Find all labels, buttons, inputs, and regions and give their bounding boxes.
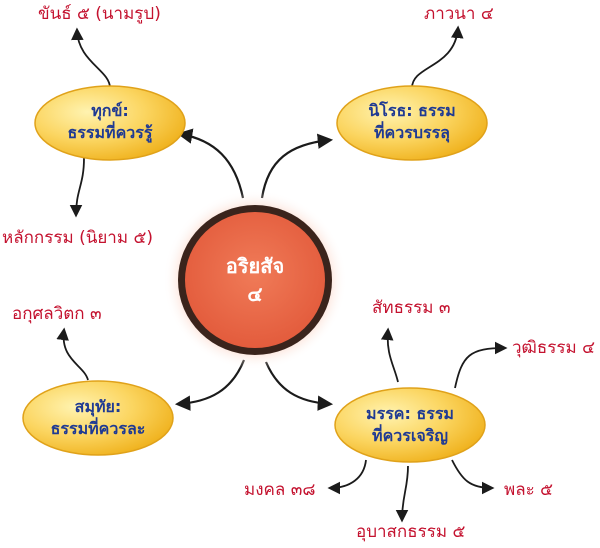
label-bhavana: ภาวนา ๔ bbox=[424, 4, 494, 24]
nirodha-line1: นิโรธ: ธรรม bbox=[368, 101, 456, 120]
dukkha-line2: ธรรมที่ควรรู้ bbox=[67, 123, 153, 142]
nirodha-line2: ที่ควรบรรลุ bbox=[374, 123, 450, 142]
arrow-center-to-dukkha bbox=[176, 128, 245, 199]
arrow-magga-to-upasaka bbox=[395, 465, 409, 523]
label-bala: พละ ๕ bbox=[504, 480, 554, 500]
label-mongkol: มงคล ๓๘ bbox=[244, 480, 316, 500]
label-karma: หลักกรรม (นิยาม ๕) bbox=[2, 228, 153, 248]
node-nirodha bbox=[336, 85, 488, 161]
node-dukkha-text: ทุกข์: ธรรมที่ควรรู้ bbox=[40, 100, 180, 144]
samudaya-line2: ธรรมที่ควรละ bbox=[50, 419, 146, 438]
node-samudaya bbox=[22, 380, 174, 456]
label-khandha: ขันธ์ ๕ (นามรูป) bbox=[38, 4, 161, 24]
center-line2: ๔ bbox=[247, 282, 263, 306]
label-upasaka: อุบาสกธรรม ๕ bbox=[356, 522, 466, 542]
arrow-samudaya-to-akusala bbox=[56, 327, 89, 381]
center-line1: อริยสัจ bbox=[225, 254, 285, 278]
arrow-magga-to-bala bbox=[451, 459, 495, 495]
magga-line1: มรรค: ธรรม bbox=[366, 404, 454, 423]
center-title: อริยสัจ ๔ bbox=[195, 252, 315, 308]
node-samudaya-text: สมุทัย: ธรรมที่ควรละ bbox=[28, 396, 168, 440]
magga-line2: ที่ควรเจริญ bbox=[372, 426, 448, 445]
arrow-dukkha-to-khandha bbox=[71, 27, 111, 89]
arrow-magga-to-saddhamma bbox=[380, 327, 399, 383]
arrow-dukkha-to-karma bbox=[69, 157, 85, 218]
arrow-nirodha-to-bhavana bbox=[411, 25, 464, 89]
label-vuddhi: วุฒิธรรม ๔ bbox=[512, 338, 596, 358]
samudaya-line1: สมุทัย: bbox=[74, 397, 122, 416]
dukkha-line1: ทุกข์: bbox=[91, 101, 129, 120]
arrow-center-to-magga bbox=[264, 361, 334, 411]
arrow-magga-to-mongkol bbox=[327, 459, 367, 495]
node-dukkha bbox=[34, 85, 186, 161]
node-magga-text: มรรค: ธรรม ที่ควรเจริญ bbox=[340, 403, 480, 447]
center-circle bbox=[185, 212, 325, 348]
node-nirodha-text: นิโรธ: ธรรม ที่ควรบรรลุ bbox=[342, 100, 482, 144]
arrow-center-to-nirodha bbox=[260, 133, 334, 199]
arrow-magga-to-vuddhi bbox=[454, 341, 508, 389]
label-akusala: อกุศลวิตก ๓ bbox=[12, 304, 102, 324]
node-magga bbox=[334, 387, 486, 463]
label-saddhamma: สัทธรรม ๓ bbox=[372, 298, 451, 318]
